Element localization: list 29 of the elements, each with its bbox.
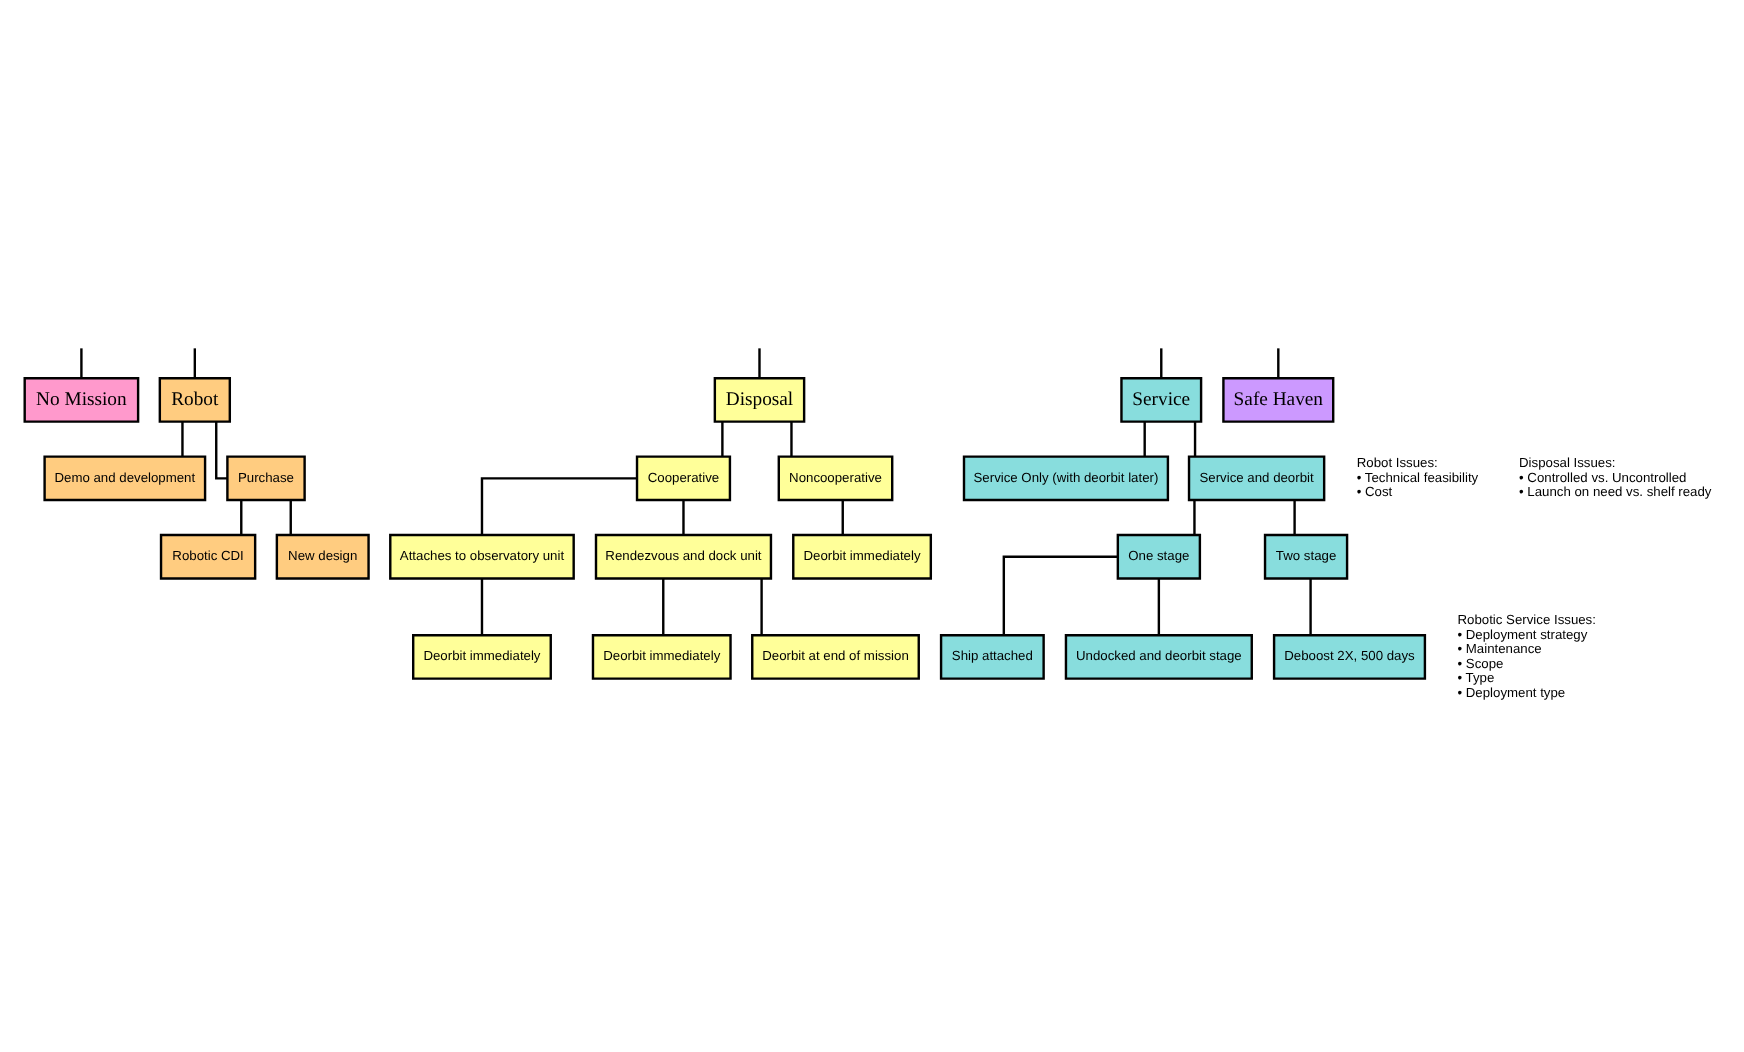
connector: [1157, 578, 1161, 635]
connector: [1002, 555, 1118, 636]
connector: [1293, 500, 1296, 536]
connector: [480, 578, 484, 635]
node-box: No Mission: [23, 377, 140, 423]
connector: [721, 421, 724, 457]
connector: [193, 348, 197, 378]
connector: [289, 500, 292, 536]
connector: [1193, 421, 1197, 457]
connector: [80, 348, 83, 378]
connector: [662, 578, 665, 635]
connector: [841, 500, 844, 536]
connector: [760, 578, 763, 635]
node-box: Robot: [158, 377, 231, 423]
connector: [1143, 421, 1146, 457]
connector: [480, 477, 637, 535]
node-box: Disposal: [713, 377, 806, 423]
connector: [682, 500, 685, 536]
connector: [1160, 348, 1163, 378]
connector: [1193, 500, 1196, 536]
connector: [181, 421, 184, 457]
connector: [1277, 348, 1280, 378]
connector: [790, 421, 793, 457]
connector: [215, 421, 228, 480]
connector: [1309, 578, 1312, 635]
connector: [758, 348, 761, 378]
node-box: Service: [1120, 377, 1203, 423]
connector: [240, 500, 243, 536]
node-box: Safe Haven: [1222, 377, 1335, 423]
